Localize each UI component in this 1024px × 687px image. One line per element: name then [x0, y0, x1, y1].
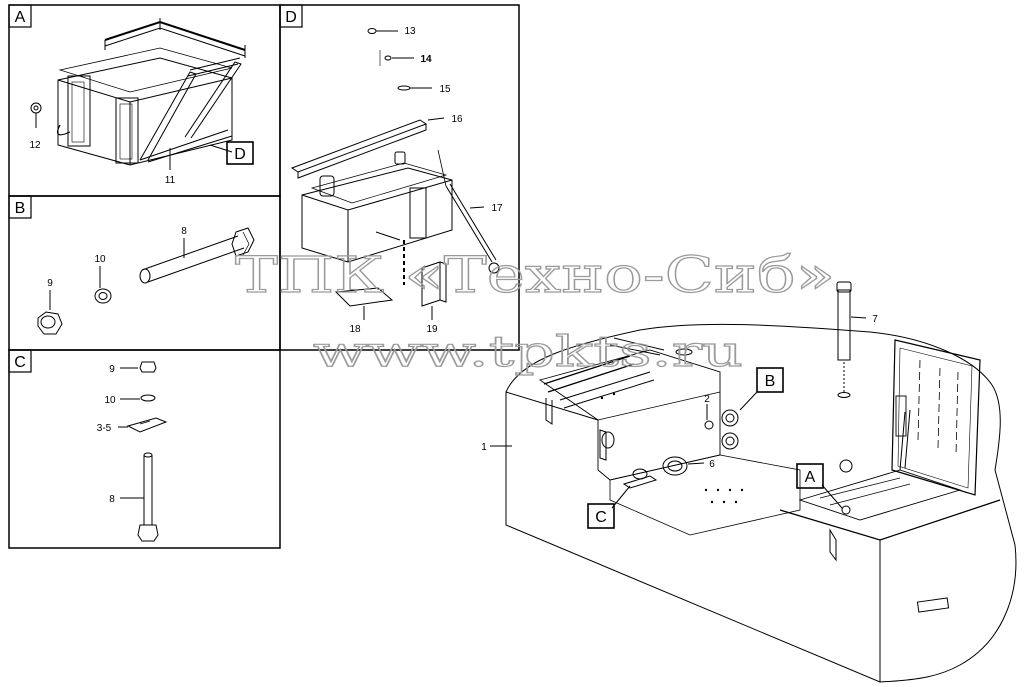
mounting-bolt-drawing [118, 361, 168, 542]
label-2: 2 [704, 394, 710, 405]
watermark-line-1: ТПК «Техно-Сиб» [235, 246, 835, 304]
label-16: 16 [451, 114, 463, 125]
label-14: 14 [420, 54, 432, 65]
callout-b-letter: B [765, 373, 776, 390]
panel-d-letter: D [285, 9, 297, 26]
callout-c-letter: C [595, 509, 607, 526]
label-1: 1 [481, 442, 487, 453]
battery-compartment-drawing [490, 281, 1017, 683]
detail-panel-c [8, 349, 281, 549]
bolt-assembly-drawing [37, 227, 255, 335]
label-8-c: 8 [109, 494, 115, 505]
label-3-5-c: 3-5 [97, 423, 112, 434]
label-7: 7 [872, 314, 878, 325]
panel-b-letter: B [15, 200, 26, 217]
label-10-c: 10 [104, 395, 116, 406]
label-10-b: 10 [94, 254, 106, 265]
label-15: 15 [439, 84, 451, 95]
watermark: ТПК «Техно-Сиб» www.tpkts.ru [234, 245, 835, 376]
label-6: 6 [709, 459, 715, 470]
label-17: 17 [491, 203, 503, 214]
label-12: 12 [29, 140, 41, 151]
callout-a-letter: A [805, 469, 816, 486]
label-18: 18 [349, 324, 361, 335]
label-9-b: 9 [47, 278, 53, 289]
detail-panel-a [8, 4, 281, 197]
panel-a-letter: A [15, 9, 26, 26]
label-9-c: 9 [109, 364, 115, 375]
label-19: 19 [426, 324, 438, 335]
detail-panel-d [279, 4, 520, 351]
label-11: 11 [165, 175, 176, 186]
ref-d-letter: D [234, 146, 246, 163]
label-8-b: 8 [181, 226, 187, 237]
watermark-line-2: www.tpkts.ru [313, 327, 743, 376]
panel-c-letter: C [14, 354, 26, 371]
hold-down-drawing [290, 28, 500, 320]
label-13: 13 [404, 26, 416, 37]
battery-box-drawing [30, 18, 246, 170]
